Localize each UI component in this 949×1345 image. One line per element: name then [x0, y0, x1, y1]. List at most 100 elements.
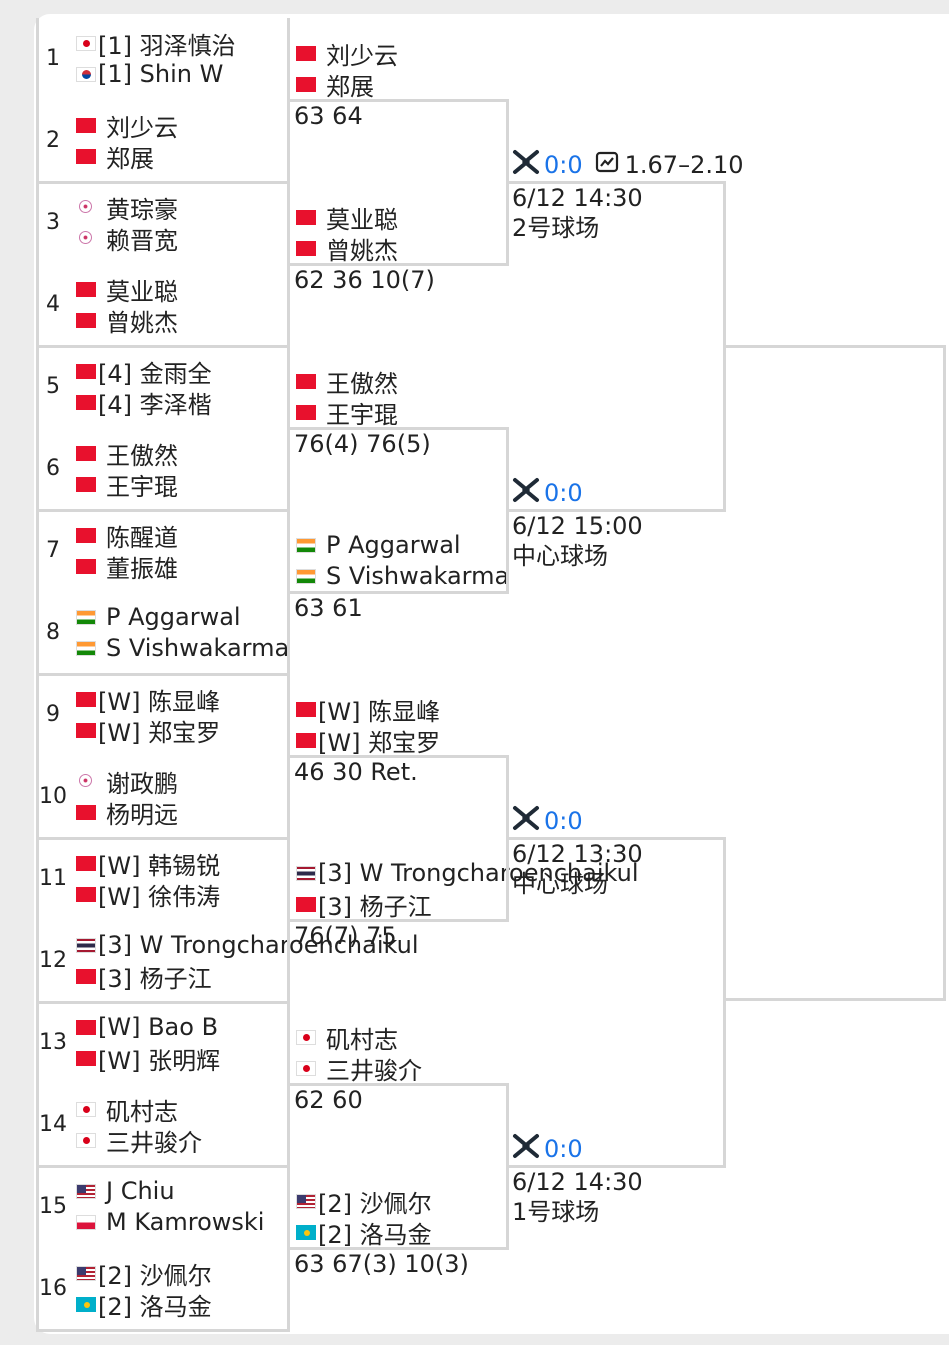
country-flag-icon [296, 404, 316, 420]
player-entry[interactable]: 郑展 [296, 69, 374, 101]
player-entry[interactable]: P Aggarwal [296, 530, 461, 560]
divider-line [508, 1165, 726, 1168]
player-entry[interactable]: 曾姚杰 [76, 305, 178, 337]
player-entry[interactable]: [3] 杨子江 [296, 889, 432, 921]
divider-line [36, 345, 290, 348]
player-entry[interactable]: 王宇琨 [296, 397, 398, 429]
player-entry[interactable]: [W] 陈显峰 [296, 694, 440, 726]
player-entry[interactable]: [2] 洛马金 [296, 1217, 432, 1249]
draw-position-number: 8 [46, 620, 60, 645]
player-name: 黄琮豪 [106, 195, 178, 224]
live-score-value[interactable]: 0:0 [544, 479, 583, 507]
live-score-row[interactable]: 0:0 [512, 1134, 583, 1164]
player-name: [W] 徐伟涛 [98, 882, 221, 911]
divider-line [290, 1083, 508, 1086]
player-entry[interactable]: [W] 张明辉 [76, 1043, 220, 1075]
player-entry[interactable]: 曾姚杰 [296, 233, 398, 265]
country-flag-icon [76, 886, 96, 902]
live-score-value[interactable]: 0:0 [544, 1135, 583, 1163]
player-entry[interactable]: [1] 羽泽慎治 [76, 28, 236, 60]
country-flag-icon [76, 1101, 96, 1117]
player-name: 王傲然 [106, 441, 178, 470]
player-entry[interactable]: [2] 沙佩尔 [296, 1186, 432, 1218]
player-entry[interactable]: M Kamrowski [76, 1207, 264, 1237]
player-entry[interactable]: 王傲然 [296, 366, 398, 398]
player-entry[interactable]: 莫业聪 [76, 274, 178, 306]
live-score-row[interactable]: 0:0 [512, 478, 583, 508]
draw-position-number: 9 [46, 702, 60, 727]
player-name: [3] 杨子江 [318, 892, 432, 921]
country-flag-icon [296, 1224, 316, 1240]
player-name: [2] 沙佩尔 [98, 1261, 212, 1290]
player-entry[interactable]: [W] Bao B [76, 1012, 218, 1042]
player-entry[interactable]: [1] Shin W [76, 59, 223, 89]
player-entry[interactable]: S Vishwakarma [296, 561, 509, 591]
player-entry[interactable]: 三井骏介 [296, 1053, 422, 1085]
player-entry[interactable]: 矶村志 [76, 1094, 178, 1126]
player-entry[interactable]: [2] 洛马金 [76, 1289, 212, 1321]
player-entry[interactable]: [W] 徐伟涛 [76, 879, 221, 911]
player-entry[interactable]: 陈醒道 [76, 520, 178, 552]
live-score-value[interactable]: 0:0 [544, 151, 583, 179]
player-entry[interactable]: 王傲然 [76, 438, 178, 470]
live-score-value[interactable]: 0:0 [544, 807, 583, 835]
player-name: M Kamrowski [106, 1208, 265, 1236]
player-entry[interactable]: [4] 李泽楷 [76, 387, 212, 419]
player-entry[interactable]: [W] 郑宝罗 [296, 725, 440, 757]
player-entry[interactable]: [3] W Trongcharoenchaikul [76, 930, 419, 960]
divider-line [36, 509, 290, 512]
divider-line [290, 99, 508, 102]
country-flag-icon [76, 691, 96, 707]
player-entry[interactable]: 王宇琨 [76, 469, 178, 501]
country-flag-icon [296, 1193, 316, 1209]
player-entry[interactable]: 郑展 [76, 141, 154, 173]
trend-chart-icon[interactable] [595, 151, 619, 179]
player-entry[interactable]: 刘少云 [296, 38, 398, 70]
player-entry[interactable]: 杨明远 [76, 797, 178, 829]
player-name: 刘少云 [326, 41, 398, 70]
match-score: 62 36 10(7) [294, 266, 435, 294]
bracket-connector [506, 1083, 509, 1250]
player-entry[interactable]: [W] 陈显峰 [76, 684, 220, 716]
player-name: 曾姚杰 [326, 236, 398, 265]
player-entry[interactable]: S Vishwakarma [76, 633, 289, 663]
player-entry[interactable]: [W] 韩锡锐 [76, 848, 220, 880]
country-flag-icon [296, 76, 316, 92]
player-name: [W] 郑宝罗 [98, 718, 221, 747]
match-score: 63 67(3) 10(3) [294, 1250, 469, 1278]
player-entry[interactable]: [3] 杨子江 [76, 961, 212, 993]
match-score: 76(7) 75 [294, 922, 397, 950]
player-entry[interactable]: 矶村志 [296, 1022, 398, 1054]
country-flag-icon [76, 476, 96, 492]
player-entry[interactable]: [W] 郑宝罗 [76, 715, 221, 747]
country-flag-icon [76, 445, 96, 461]
draw-position-number: 1 [46, 46, 60, 71]
player-entry[interactable]: 刘少云 [76, 110, 178, 142]
country-flag-icon [76, 117, 96, 133]
draw-position-number: 6 [46, 456, 60, 481]
player-entry[interactable]: 谢政鹏 [76, 766, 178, 798]
player-entry[interactable]: P Aggarwal [76, 602, 241, 632]
player-entry[interactable]: 董振雄 [76, 551, 178, 583]
player-entry[interactable]: 三井骏介 [76, 1125, 202, 1157]
divider-line [290, 427, 508, 430]
player-name: P Aggarwal [106, 603, 241, 631]
player-entry[interactable]: J Chiu [76, 1176, 175, 1206]
bracket-connector [287, 346, 290, 511]
country-flag-icon [76, 66, 96, 82]
player-entry[interactable]: [2] 沙佩尔 [76, 1258, 212, 1290]
player-entry[interactable]: 赖晋宽 [76, 223, 178, 255]
betting-odds[interactable]: 1.67–2.10 [624, 151, 744, 179]
live-score-row[interactable]: 0:0 [512, 806, 583, 836]
live-score-row[interactable]: 0:0 1.67–2.10 [512, 150, 744, 180]
match-score: 63 61 [294, 594, 363, 622]
player-name: J Chiu [106, 1177, 175, 1205]
player-entry[interactable]: 莫业聪 [296, 202, 398, 234]
player-entry[interactable]: 黄琮豪 [76, 192, 178, 224]
bracket-connector [506, 99, 509, 266]
country-flag-icon [76, 1132, 96, 1148]
bracket-connector [723, 181, 726, 512]
player-entry[interactable]: [3] W Trongcharoenchaikul [296, 858, 639, 888]
divider-line [36, 1001, 290, 1004]
player-entry[interactable]: [4] 金雨全 [76, 356, 212, 388]
